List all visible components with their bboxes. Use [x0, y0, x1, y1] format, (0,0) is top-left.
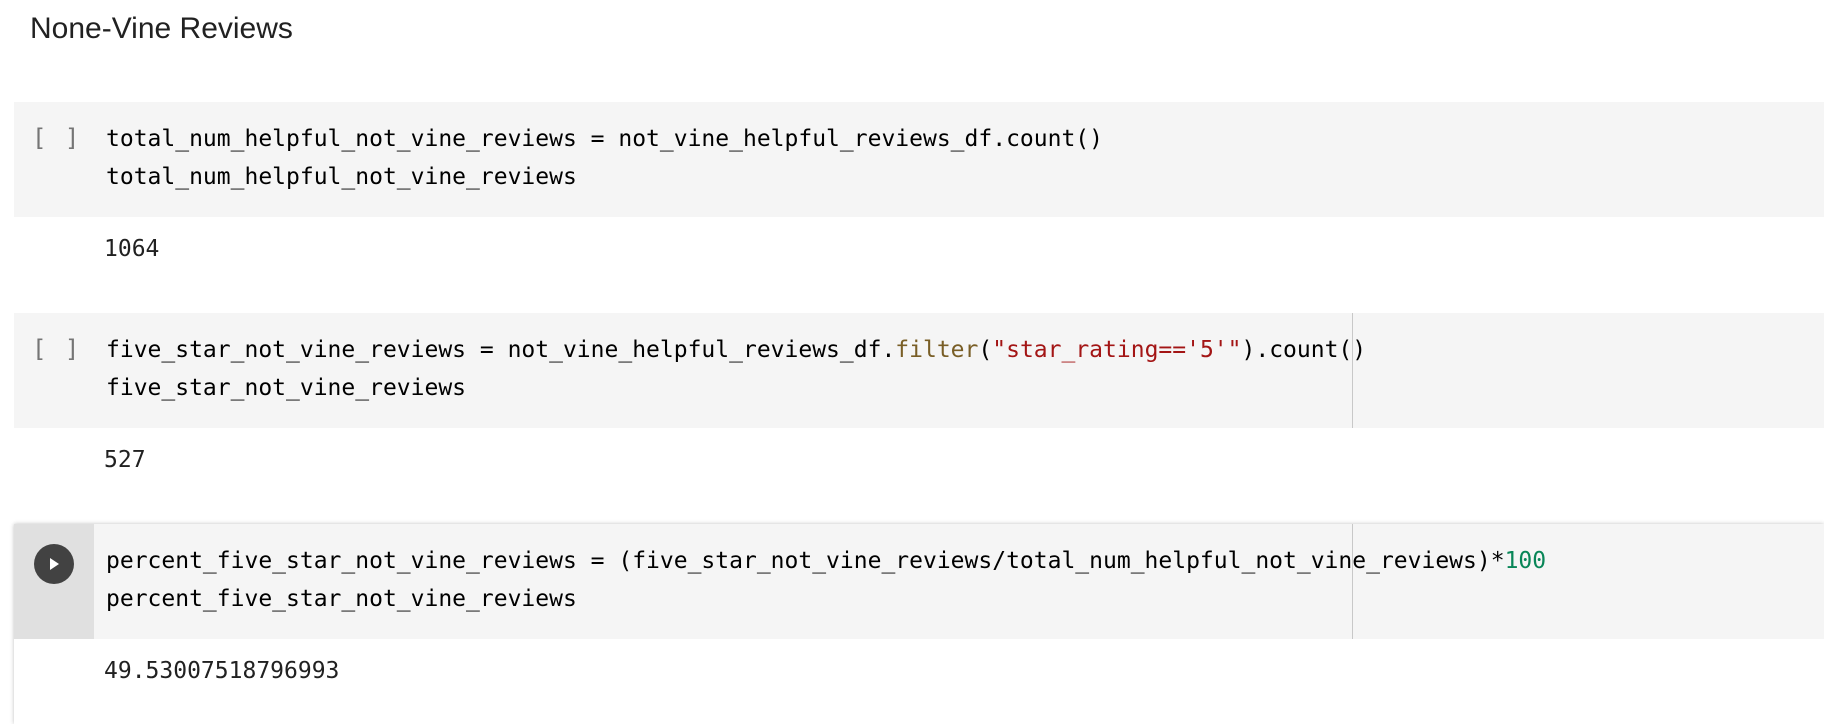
- code-line-2: five_star_not_vine_reviews: [106, 375, 467, 401]
- code-token-number: 100: [1504, 548, 1547, 574]
- code-editor[interactable]: five_star_not_vine_reviews = not_vine_he…: [106, 331, 1366, 407]
- cell-input[interactable]: [ ] five_star_not_vine_reviews = not_vin…: [14, 313, 1824, 428]
- section-heading: None-Vine Reviews: [30, 12, 293, 45]
- code-cell-2[interactable]: [ ] five_star_not_vine_reviews = not_vin…: [14, 313, 1824, 473]
- code-cell-1[interactable]: [ ] total_num_helpful_not_vine_reviews =…: [14, 102, 1824, 262]
- code-editor[interactable]: percent_five_star_not_vine_reviews = (fi…: [106, 542, 1546, 618]
- code-token-string: "star_rating=='5'": [992, 337, 1242, 363]
- play-icon: [50, 558, 59, 570]
- execution-count-bracket: [ ]: [32, 335, 82, 363]
- line-length-ruler: [1352, 313, 1353, 428]
- execution-count-bracket: [ ]: [32, 124, 82, 152]
- code-line-2: total_num_helpful_not_vine_reviews: [106, 164, 577, 190]
- line-length-ruler: [1352, 524, 1353, 639]
- code-token: five_star_not_vine_reviews = not_vine_he…: [106, 337, 896, 363]
- code-editor[interactable]: total_num_helpful_not_vine_reviews = not…: [106, 120, 1103, 196]
- code-line-1: percent_five_star_not_vine_reviews = (fi…: [106, 548, 1546, 574]
- cell-output: 1064: [104, 236, 160, 262]
- code-token-function: filter: [895, 337, 979, 363]
- code-token: percent_five_star_not_vine_reviews = (fi…: [106, 548, 1505, 574]
- code-cell-3[interactable]: percent_five_star_not_vine_reviews = (fi…: [14, 524, 1824, 724]
- code-line-1: five_star_not_vine_reviews = not_vine_he…: [106, 337, 1366, 363]
- code-token: ).count(): [1241, 337, 1367, 363]
- code-line-1: total_num_helpful_not_vine_reviews = not…: [106, 126, 1103, 152]
- cell-output: 49.53007518796993: [104, 658, 340, 684]
- cell-output: 527: [104, 447, 146, 473]
- code-line-2: percent_five_star_not_vine_reviews: [106, 586, 577, 612]
- cell-input[interactable]: [ ] total_num_helpful_not_vine_reviews =…: [14, 102, 1824, 217]
- cell-input[interactable]: percent_five_star_not_vine_reviews = (fi…: [14, 524, 1824, 639]
- code-token: (: [978, 337, 993, 363]
- run-cell-button[interactable]: [34, 544, 74, 584]
